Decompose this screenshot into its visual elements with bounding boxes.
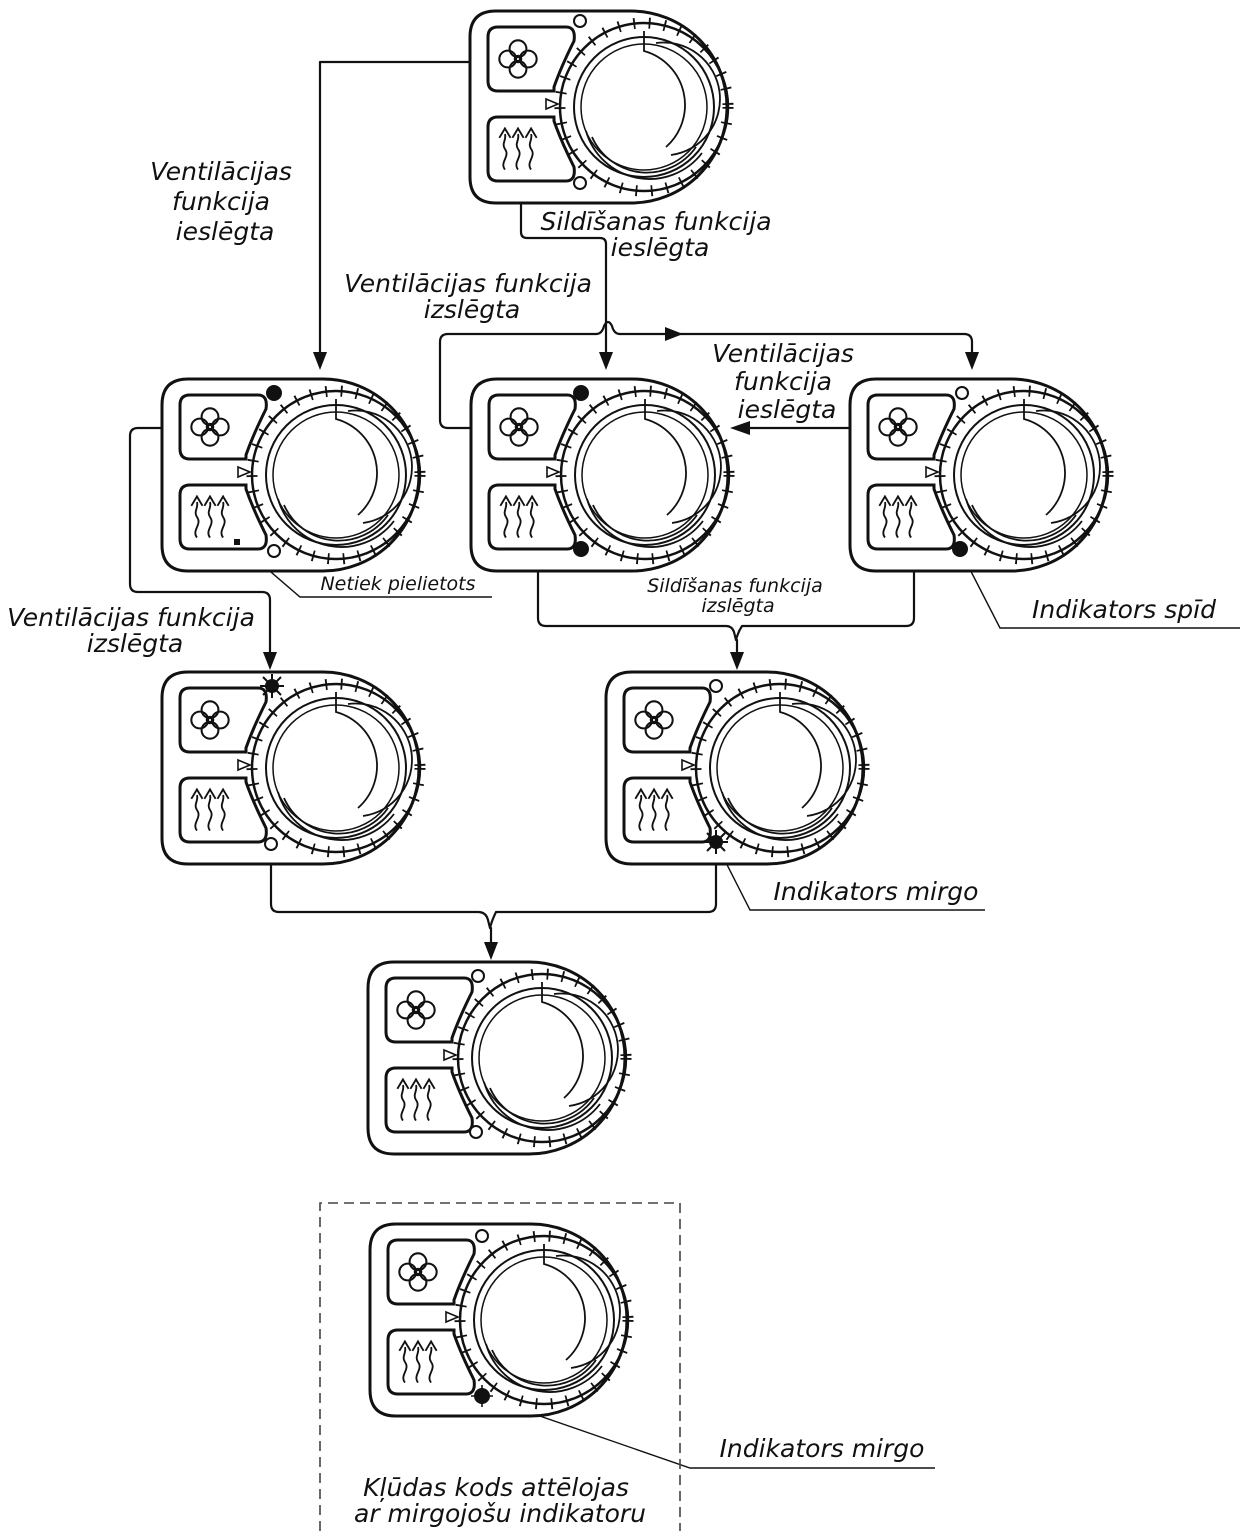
label-not-used: Netiek pielietots: [320, 573, 475, 595]
label-indicator-on: Indikators spīd: [1032, 595, 1216, 624]
led-top: [573, 385, 589, 401]
label-vent-on-left: Ventilācijas funkcija ieslēgta: [150, 157, 300, 246]
led-bottom-blinking: [704, 830, 728, 854]
label-indicator-blinks-1: Indikators mirgo: [774, 877, 979, 906]
led-top: [709, 679, 723, 693]
label-heat-off: Sildīšanas funkcija izslēgta: [647, 575, 829, 617]
led-top-blinking: [260, 674, 284, 698]
led-bottom: [264, 837, 278, 851]
led-bottom: [469, 1125, 483, 1139]
panel-left: [162, 379, 420, 571]
panel-error: [370, 1224, 628, 1416]
panel-lower-left: [162, 672, 420, 864]
led-bottom: [573, 176, 587, 190]
label-vent-off-left: Ventilācijas funkcija izslēgta: [7, 603, 263, 658]
led-top: [573, 14, 587, 28]
unused-marker: [234, 539, 240, 545]
label-error-code: Kļūdas kods attēlojas ar mirgojošu indik…: [354, 1473, 646, 1528]
led-bottom: [267, 544, 281, 558]
label-vent-on-right: Ventilācijas funkcija ieslēgta: [712, 339, 862, 424]
label-indicator-blinks-2: Indikators mirgo: [720, 1434, 925, 1463]
panel-lower-right: [606, 672, 864, 864]
error-frame: [319, 1202, 681, 1531]
panel-top: [470, 11, 728, 203]
led-top: [955, 386, 969, 400]
led-top: [266, 385, 282, 401]
led-bottom: [952, 541, 968, 557]
label-heat-on-top: Sildīšanas funkcija ieslēgta: [541, 207, 780, 262]
leader-lines: [235, 541, 1240, 1469]
panel-bottom: [368, 962, 626, 1154]
labels: Ventilācijas funkcija ieslēgta Sildīšana…: [7, 157, 1216, 1528]
led-top: [475, 1229, 489, 1243]
led-bottom-blinking: [471, 1385, 493, 1407]
panel-center: [471, 379, 729, 571]
led-bottom: [573, 541, 589, 557]
panel-right: [850, 379, 1108, 571]
connectors: [128, 60, 979, 960]
label-vent-off-mid: Ventilācijas funkcija izslēgta: [344, 269, 600, 324]
led-top: [471, 969, 485, 983]
